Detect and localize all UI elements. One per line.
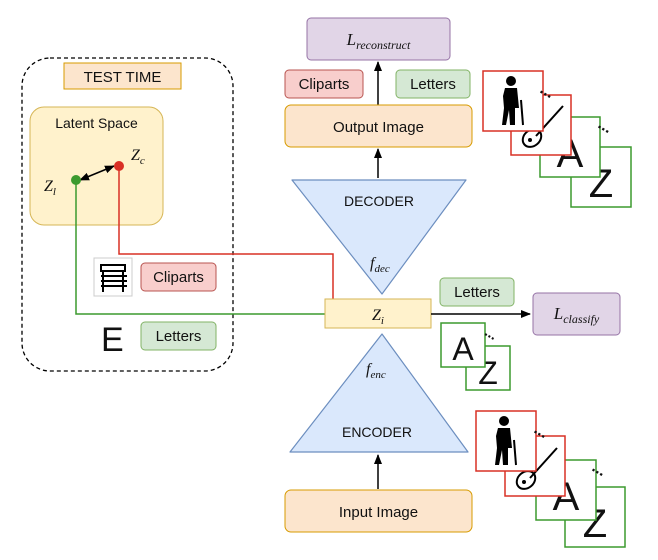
cliparts-tag-output-label: Cliparts <box>299 76 350 93</box>
loss-reconstruct-box: Lreconstruct <box>306 17 451 61</box>
latent-zi-box: Zi <box>324 298 432 329</box>
output-image-label: Output Image <box>333 119 424 136</box>
z-letters-point <box>71 175 81 185</box>
letters-tag-output: Letters <box>395 69 471 99</box>
cliparts-tag-output: Cliparts <box>284 69 364 99</box>
latent-space-label: Latent Space <box>55 115 138 131</box>
loss-reconstruct-label: Lreconstruct <box>346 30 411 52</box>
loss-classify-box: Lclassify <box>532 292 621 336</box>
latent-space-box: Latent Space Zl Zc <box>29 106 164 226</box>
classify-letter-stack: Z A ... <box>440 322 511 391</box>
elderly-person-icon-input <box>495 416 517 466</box>
decoder-block: DECODER fdec <box>291 179 467 295</box>
cliparts-tag-label: Cliparts <box>153 269 204 286</box>
cliparts-tag-testtime: Cliparts <box>140 262 217 292</box>
latent-distance-arrow <box>79 165 115 181</box>
input-image-stack: Z A ... ... <box>475 410 626 548</box>
loss-classify-label: Lclassify <box>553 304 600 326</box>
elderly-person-icon <box>502 76 524 126</box>
input-image-label: Input Image <box>339 504 418 521</box>
encoder-label: ENCODER <box>342 424 412 440</box>
decoder-label: DECODER <box>344 193 414 209</box>
input-image-box: Input Image <box>284 489 473 533</box>
letters-tag-classify-label: Letters <box>454 284 500 301</box>
clipart-sample-icon <box>93 257 133 297</box>
encoder-block: fenc ENCODER <box>289 333 469 453</box>
z-letters-label: Zl <box>44 178 56 198</box>
clipart-projection-line <box>118 166 334 299</box>
test-time-label: TEST TIME <box>63 62 182 90</box>
output-image-box: Output Image <box>284 104 473 148</box>
z-cliparts-label: Zc <box>131 147 145 167</box>
letters-tag-label: Letters <box>156 328 202 345</box>
classify-letter-a: A <box>452 331 474 367</box>
f-dec-label: fdec <box>370 255 390 275</box>
test-time-panel: TEST TIME Latent Space Zl Zc Cliparts E <box>21 57 234 372</box>
output-image-stack: Z A ... ... <box>482 70 632 208</box>
guitar-icon-input <box>515 447 558 490</box>
letter-sample-glyph: E <box>101 321 124 359</box>
letters-tag-classify: Letters <box>439 277 515 307</box>
letters-tag-output-label: Letters <box>410 76 456 93</box>
letters-tag-testtime: Letters <box>140 321 217 351</box>
z-cliparts-point <box>114 161 124 171</box>
z-i-label: Zi <box>372 307 384 327</box>
test-time-title: TEST TIME <box>84 69 162 86</box>
f-enc-label: fenc <box>366 361 386 381</box>
letter-projection-line <box>75 180 325 315</box>
